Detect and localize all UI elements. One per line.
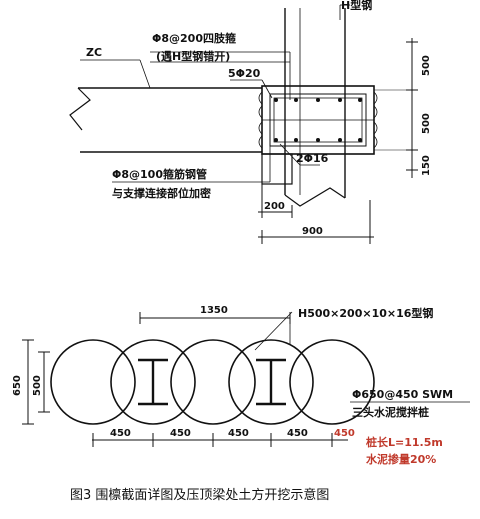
label-swm-2: 三头水泥搅拌桩 (352, 405, 429, 419)
label-zc: ZC (86, 46, 102, 59)
pile-3 (170, 339, 256, 425)
label-pile-length: 桩长L=11.5m (366, 435, 443, 449)
label-stirrup-1: Φ8@200四肢箍 (152, 31, 236, 45)
spacing-4: 450 (287, 428, 308, 439)
dim-1350: 1350 (200, 305, 228, 316)
top-labels: H型钢 Φ8@200四肢箍 (遇H型钢错开) ZC 5Φ20 2Φ16 Φ8@1… (86, 0, 432, 237)
spacing-5: 450 (334, 428, 355, 439)
pile-4 (228, 339, 314, 425)
label-dense-1: Φ8@100箍筋钢管 (112, 167, 207, 181)
bottom-section (22, 311, 470, 447)
h-steel-sections (138, 358, 286, 406)
top-section (69, 4, 418, 244)
dim-500-b: 500 (421, 113, 432, 134)
label-swm-1: Φ650@450 SWM (352, 388, 453, 401)
bottom-labels: 1350 H500×200×10×16型钢 650 500 Φ650@450 S… (12, 305, 453, 466)
dim-200: 200 (264, 201, 285, 212)
pile-5 (289, 339, 375, 425)
spacing-3: 450 (228, 428, 249, 439)
dim-500: 500 (32, 375, 43, 396)
dim-650: 650 (12, 375, 23, 396)
dim-150: 150 (421, 155, 432, 176)
h-steel-break (284, 187, 346, 207)
label-cement-ratio: 水泥掺量20% (366, 452, 436, 466)
pile-circles (50, 339, 375, 425)
pile-2 (110, 339, 196, 425)
dim-900: 900 (302, 226, 323, 237)
rebar-dots (274, 98, 362, 142)
label-h-steel: H型钢 (341, 0, 372, 12)
label-rebar-5: 5Φ20 (228, 67, 261, 80)
label-dense-2: 与支撑连接部位加密 (112, 186, 211, 200)
spacing-1: 450 (110, 428, 131, 439)
spacing-2: 450 (170, 428, 191, 439)
label-rebar-2: 2Φ16 (296, 152, 329, 165)
label-h-section: H500×200×10×16型钢 (298, 306, 433, 320)
figure-caption: 图3 围檩截面详图及压顶梁处土方开挖示意图 (70, 487, 329, 503)
dim-500-a: 500 (421, 55, 432, 76)
beam-break (69, 87, 91, 131)
pile-1 (50, 339, 136, 425)
label-stirrup-2: (遇H型钢错开) (156, 49, 230, 63)
